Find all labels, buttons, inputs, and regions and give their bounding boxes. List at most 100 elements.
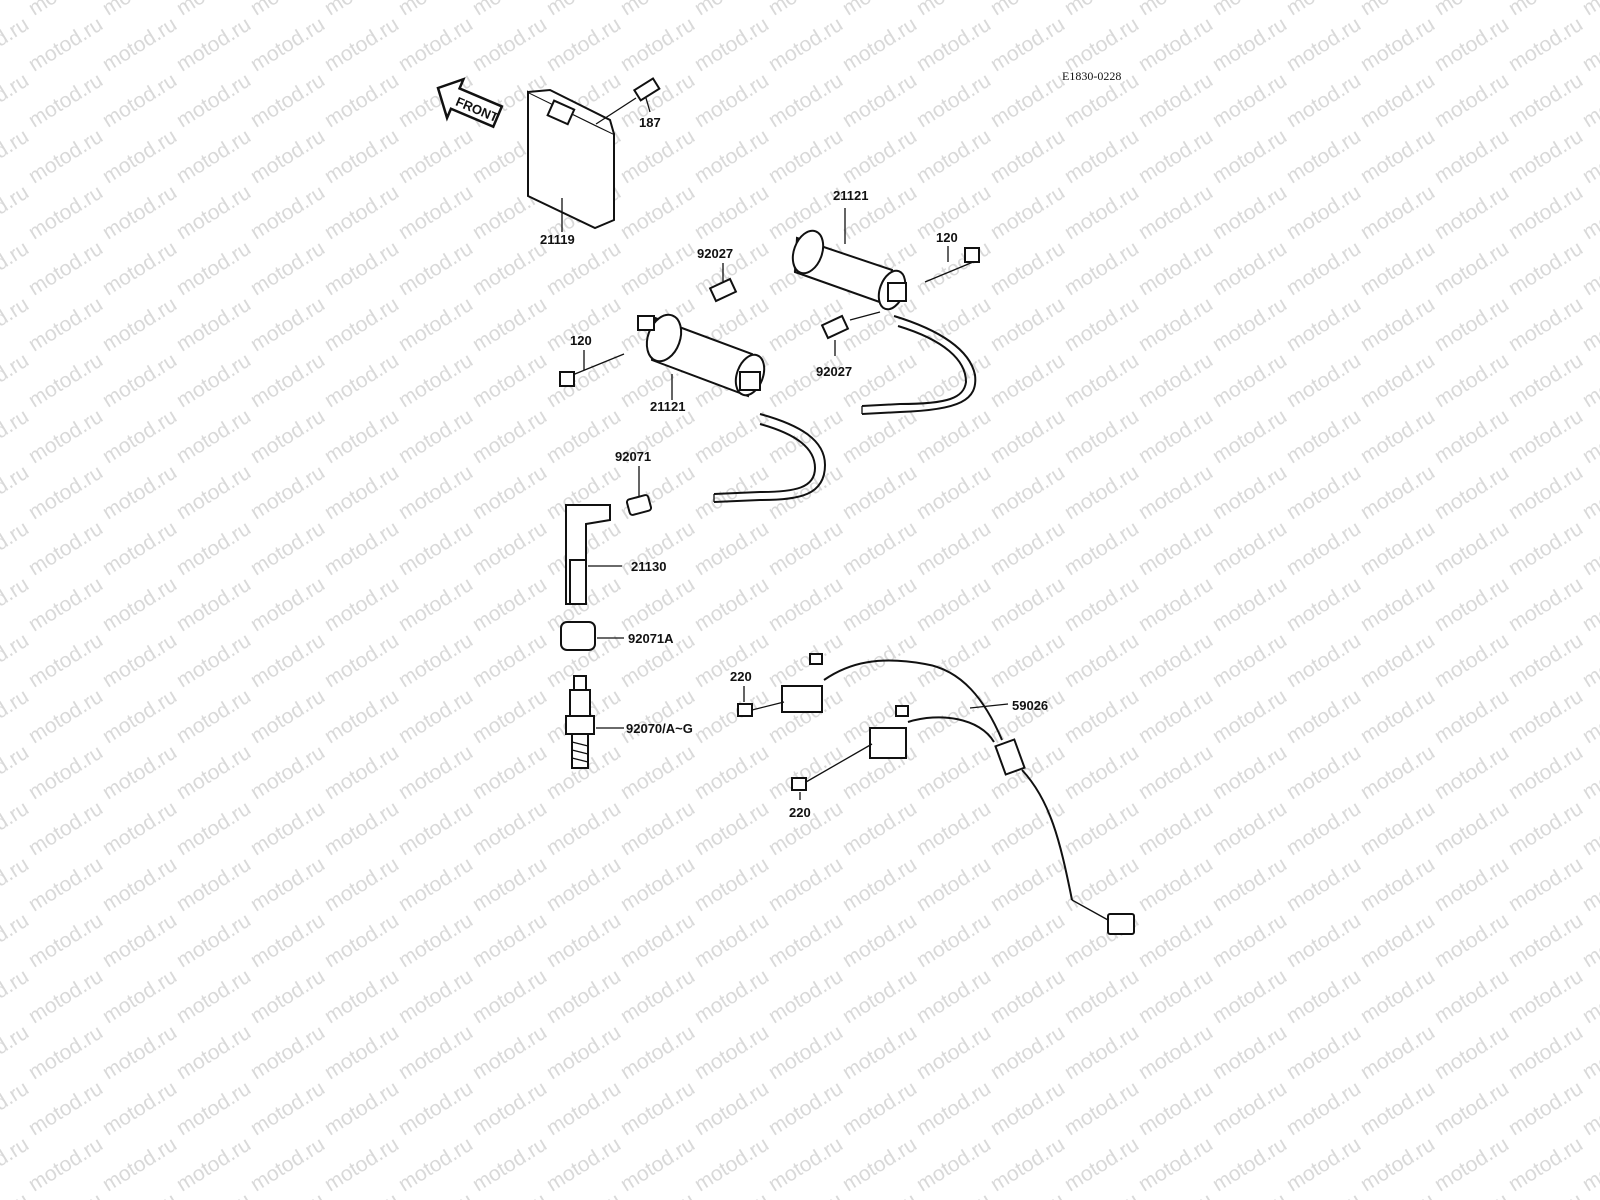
watermark-text: motod.ru xyxy=(1208,1133,1290,1196)
watermark-text: motod.ru xyxy=(912,517,994,580)
watermark-text: motod.ru xyxy=(1208,909,1290,972)
watermark-text: motod.ru xyxy=(1208,853,1290,916)
watermark-text: motod.ru xyxy=(1430,853,1512,916)
watermark-text: motod.ru xyxy=(98,741,180,804)
watermark-text: motod.ru xyxy=(468,741,550,804)
watermark-text: motod.ru xyxy=(320,1021,402,1084)
watermark-text: motod.ru xyxy=(912,1077,994,1140)
watermark-text: motod.ru xyxy=(468,237,550,300)
watermark-text: motod.ru xyxy=(394,293,476,356)
watermark-text: motod.ru xyxy=(1060,741,1142,804)
watermark-text: motod.ru xyxy=(542,1021,624,1084)
watermark-text: motod.ru xyxy=(616,181,698,244)
watermark-text: motod.ru xyxy=(0,13,33,76)
watermark-text: motod.ru xyxy=(1134,13,1216,76)
watermark-text: motod.ru xyxy=(246,13,328,76)
watermark-text: motod.ru xyxy=(1208,237,1290,300)
watermark-text: motod.ru xyxy=(1134,125,1216,188)
watermark-text: motod.ru xyxy=(98,125,180,188)
watermark-text: motod.ru xyxy=(764,13,846,76)
watermark-text: motod.ru xyxy=(24,237,106,300)
watermark-text: motod.ru xyxy=(1208,13,1290,76)
watermark-text: motod.ru xyxy=(764,405,846,468)
watermark-text: motod.ru xyxy=(690,741,772,804)
watermark-text: motod.ru xyxy=(1578,1021,1600,1084)
watermark-text: motod.ru xyxy=(764,629,846,692)
watermark-text: motod.ru xyxy=(98,965,180,1028)
watermark-text: motod.ru xyxy=(1504,629,1586,692)
watermark-text: motod.ru xyxy=(542,1133,624,1196)
watermark-text: motod.ru xyxy=(1578,0,1600,20)
watermark-text: motod.ru xyxy=(1060,461,1142,524)
watermark-text: motod.ru xyxy=(616,685,698,748)
watermark-text: motod.ru xyxy=(1282,1021,1364,1084)
watermark-text: motod.ru xyxy=(320,965,402,1028)
watermark-text: motod.ru xyxy=(0,797,33,860)
bolt-187 xyxy=(595,77,661,125)
watermark-text: motod.ru xyxy=(986,461,1068,524)
watermark-text: motod.ru xyxy=(1356,405,1438,468)
watermark-text: motod.ru xyxy=(0,1133,33,1196)
watermark-text: motod.ru xyxy=(1208,461,1290,524)
watermark-text: motod.ru xyxy=(838,909,920,972)
watermark-text: motod.ru xyxy=(1060,405,1142,468)
watermark-text: motod.ru xyxy=(98,685,180,748)
watermark-text: motod.ru xyxy=(1356,1021,1438,1084)
watermark-text: motod.ru xyxy=(246,69,328,132)
watermark-text: motod.ru xyxy=(1578,741,1600,804)
watermark-text: motod.ru xyxy=(320,517,402,580)
watermark-text: motod.ru xyxy=(1282,853,1364,916)
watermark-text: motod.ru xyxy=(1208,349,1290,412)
watermark-text: motod.ru xyxy=(98,573,180,636)
watermark-text: motod.ru xyxy=(986,405,1068,468)
watermark-text: motod.ru xyxy=(172,293,254,356)
watermark-text: motod.ru xyxy=(246,349,328,412)
watermark-text: motod.ru xyxy=(542,909,624,972)
watermark-text: motod.ru xyxy=(320,909,402,972)
watermark-text: motod.ru xyxy=(0,69,33,132)
watermark-text: motod.ru xyxy=(1430,237,1512,300)
watermark-text: motod.ru xyxy=(1134,1077,1216,1140)
watermark-text: motod.ru xyxy=(690,1077,772,1140)
watermark-text: motod.ru xyxy=(986,349,1068,412)
watermark-text: motod.ru xyxy=(394,741,476,804)
watermark-text: motod.ru xyxy=(1282,685,1364,748)
watermark-text: motod.ru xyxy=(1578,293,1600,356)
watermark-text: motod.ru xyxy=(1430,797,1512,860)
watermark-text: motod.ru xyxy=(1208,573,1290,636)
watermark-text: motod.ru xyxy=(616,853,698,916)
watermark-text: motod.ru xyxy=(1282,797,1364,860)
watermark-text: motod.ru xyxy=(1356,461,1438,524)
watermark-text: motod.ru xyxy=(468,1077,550,1140)
watermark-text: motod.ru xyxy=(986,237,1068,300)
watermark-text: motod.ru xyxy=(1282,965,1364,1028)
watermark-text: motod.ru xyxy=(1504,181,1586,244)
watermark-text: motod.ru xyxy=(246,1077,328,1140)
watermark-text: motod.ru xyxy=(1208,965,1290,1028)
watermark-text: motod.ru xyxy=(690,685,772,748)
watermark-text: motod.ru xyxy=(1578,517,1600,580)
callout-92071A: 92071A xyxy=(628,631,674,646)
watermark-text: motod.ru xyxy=(1356,1133,1438,1196)
watermark-text: motod.ru xyxy=(1060,965,1142,1028)
watermark-text: motod.ru xyxy=(1060,629,1142,692)
watermark-text: motod.ru xyxy=(1208,1021,1290,1084)
watermark-text: motod.ru xyxy=(986,1021,1068,1084)
watermark-text: motod.ru xyxy=(1578,1133,1600,1196)
watermark-text: motod.ru xyxy=(394,405,476,468)
watermark-text: motod.ru xyxy=(0,909,33,972)
watermark-text: motod.ru xyxy=(838,573,920,636)
watermark-text: motod.ru xyxy=(468,405,550,468)
watermark-text: motod.ru xyxy=(1208,741,1290,804)
watermark-text: motod.ru xyxy=(24,629,106,692)
watermark-text: motod.ru xyxy=(1134,1133,1216,1196)
watermark-text: motod.ru xyxy=(1504,573,1586,636)
spark-plug xyxy=(565,675,624,769)
callout-120-left: 120 xyxy=(570,333,592,348)
watermark-text: motod.ru xyxy=(1578,965,1600,1028)
watermark-text: motod.ru xyxy=(172,517,254,580)
callout-187: 187 xyxy=(639,115,661,130)
watermark-text: motod.ru xyxy=(320,13,402,76)
watermark-text: motod.ru xyxy=(1356,237,1438,300)
spacer-92027-right xyxy=(820,311,881,356)
